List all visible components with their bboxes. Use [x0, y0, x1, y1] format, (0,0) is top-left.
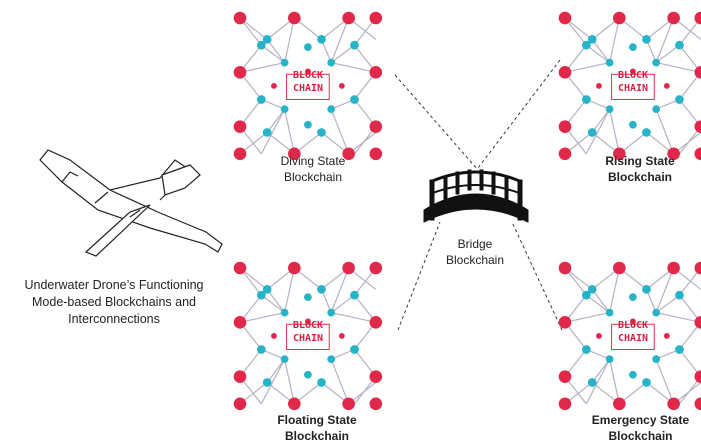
- diving-label-line1: Diving State: [280, 154, 346, 168]
- bridge-label-line2: Blockchain: [445, 253, 505, 267]
- bridge-icon: [423, 169, 529, 223]
- emergency-state-label: Emergency State Blockchain: [580, 412, 701, 444]
- floating-label-line1: Floating State: [277, 413, 357, 427]
- center-text-diving-2: CHAIN: [293, 83, 323, 94]
- center-text-rising-2: CHAIN: [618, 83, 648, 94]
- connector-rising: [477, 59, 561, 169]
- emergency-label-line1: Emergency State: [591, 413, 690, 427]
- center-text-emergency-1: BLOCK: [618, 320, 648, 331]
- diving-state-label: Diving State Blockchain: [268, 153, 358, 185]
- bridge-label: Bridge Blockchain: [430, 236, 520, 268]
- caption-line3: Interconnections: [68, 312, 160, 326]
- connector-floating: [397, 221, 441, 331]
- center-text-emergency-2: CHAIN: [618, 333, 648, 344]
- rising-label-line1: Rising State: [605, 154, 675, 168]
- diagram-caption: Underwater Drone’s Functioning Mode-base…: [0, 277, 228, 328]
- caption-line2: Mode-based Blockchains and: [32, 295, 196, 309]
- caption-line1: Underwater Drone’s Functioning: [24, 278, 204, 292]
- connector-emergency: [511, 221, 563, 331]
- connector-lines: [394, 59, 563, 331]
- bridge-label-line1: Bridge: [457, 237, 493, 251]
- floating-label-line2: Blockchain: [284, 429, 350, 443]
- connector-diving: [394, 74, 479, 171]
- glider-drone-icon: [39, 149, 223, 257]
- floating-state-label: Floating State Blockchain: [262, 412, 372, 444]
- rising-label-line2: Blockchain: [607, 170, 673, 184]
- rising-state-label: Rising State Blockchain: [590, 153, 690, 185]
- center-text-floating-2: CHAIN: [293, 333, 323, 344]
- center-text-floating-1: BLOCK: [293, 320, 323, 331]
- center-text-diving-1: BLOCK: [293, 70, 323, 81]
- diving-label-line2: Blockchain: [283, 170, 343, 184]
- center-text-rising-1: BLOCK: [618, 70, 648, 81]
- emergency-label-line2: Blockchain: [608, 429, 673, 443]
